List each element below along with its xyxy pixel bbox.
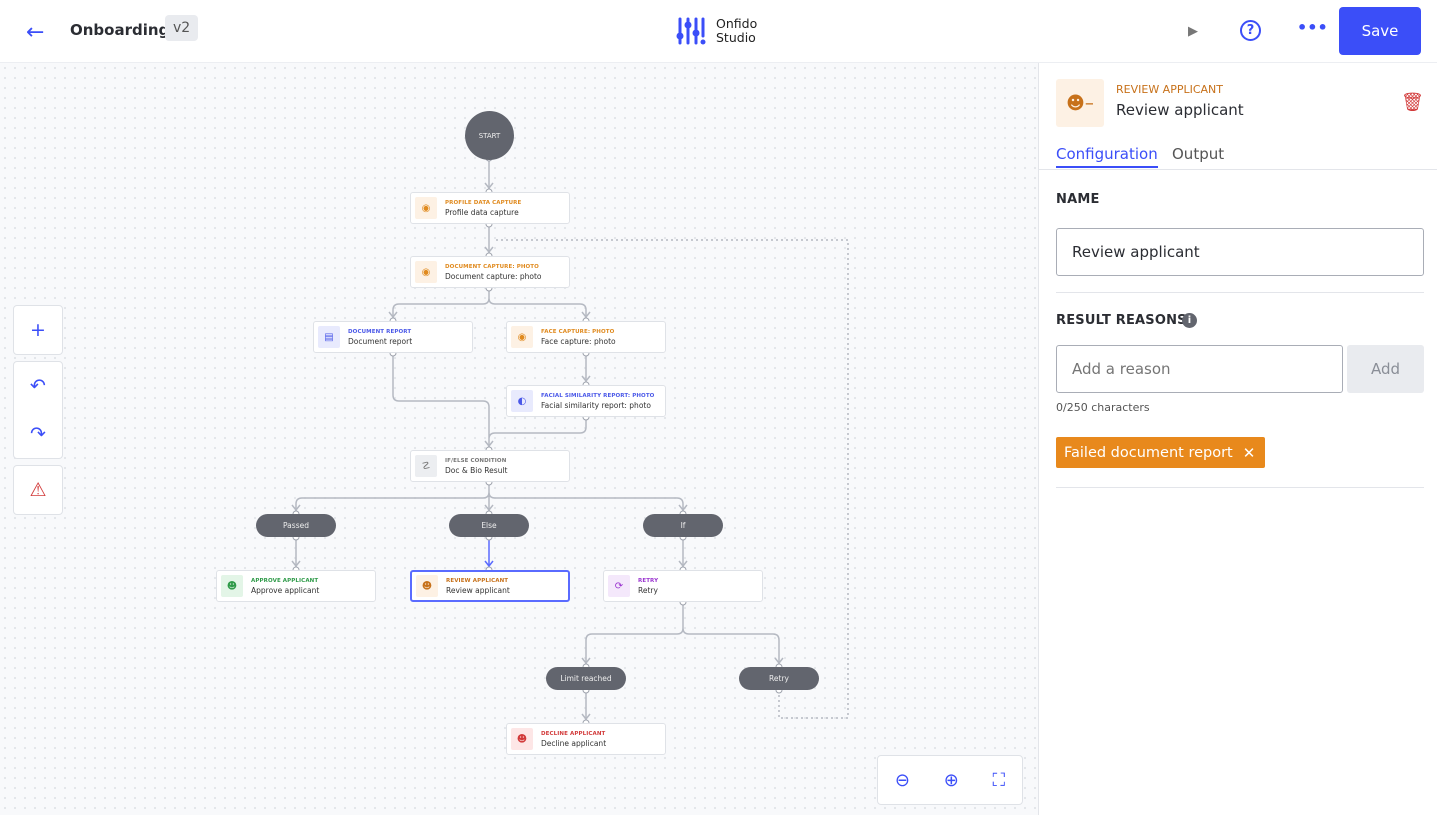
add-icon[interactable]: + bbox=[30, 319, 46, 341]
user-check-icon: ☻ bbox=[221, 575, 243, 597]
logo-line2: Studio bbox=[716, 30, 756, 45]
history-toolbar: ↶↷ bbox=[13, 361, 63, 459]
add-reason-button[interactable]: Add bbox=[1347, 345, 1424, 393]
node-label: Facial similarity report: photo bbox=[541, 400, 651, 410]
face-report-icon: ◐ bbox=[511, 390, 533, 412]
panel-title: Review applicant bbox=[1116, 101, 1244, 119]
play-icon[interactable]: ▶ bbox=[1188, 24, 1198, 39]
branch-icon: ☡ bbox=[415, 455, 437, 477]
node-label: Document report bbox=[348, 336, 413, 346]
flow-title: Onboarding bbox=[70, 21, 170, 39]
node-label: Document capture: photo bbox=[445, 271, 542, 281]
reason-tag: Failed document report ✕ bbox=[1056, 437, 1266, 468]
branch-pill[interactable]: Retry bbox=[739, 667, 819, 690]
add-toolbar: + bbox=[13, 305, 63, 355]
node-kind: FACIAL SIMILARITY REPORT: PHOTO bbox=[541, 392, 655, 399]
node-kind: PROFILE DATA CAPTURE bbox=[445, 199, 522, 206]
onfido-logo-icon bbox=[676, 17, 706, 45]
result-reasons-label: RESULT REASONS bbox=[1056, 313, 1187, 328]
warning-icon[interactable]: ⚠ bbox=[29, 479, 47, 501]
face-scan-icon: ◉ bbox=[511, 326, 533, 348]
branch-pill[interactable]: Passed bbox=[256, 514, 336, 537]
node-kind: REVIEW APPLICANT bbox=[446, 577, 509, 584]
refresh-icon: ⟳ bbox=[608, 575, 630, 597]
user-minus-icon: ☻– bbox=[1056, 79, 1104, 127]
node-kind: DECLINE APPLICANT bbox=[541, 730, 606, 737]
user-minus-icon: ☻ bbox=[416, 575, 438, 597]
branch-pill[interactable]: If bbox=[643, 514, 723, 537]
help-icon[interactable]: ? bbox=[1240, 20, 1261, 41]
close-icon[interactable]: ✕ bbox=[1242, 443, 1256, 462]
node-label: Doc & Bio Result bbox=[445, 465, 508, 475]
reason-tag-label: Failed document report bbox=[1064, 444, 1233, 461]
node-label: Review applicant bbox=[446, 585, 510, 595]
face-scan-icon: ◉ bbox=[415, 261, 437, 283]
version-badge: v2 bbox=[165, 15, 199, 41]
zoom-controls: ⊖ ⊕ ⛶ bbox=[877, 755, 1023, 805]
node-kind: FACE CAPTURE: PHOTO bbox=[541, 328, 615, 335]
node-kind: APPROVE APPLICANT bbox=[251, 577, 319, 584]
info-icon[interactable]: i bbox=[1182, 313, 1197, 328]
node-label: Retry bbox=[638, 585, 658, 595]
node-kind: RETRY bbox=[638, 577, 659, 584]
redo-icon[interactable]: ↷ bbox=[30, 423, 46, 445]
divider bbox=[1056, 487, 1424, 488]
name-input[interactable]: Review applicant bbox=[1056, 228, 1424, 276]
node-label: Face capture: photo bbox=[541, 336, 616, 346]
node-label: Profile data capture bbox=[445, 207, 519, 217]
user-x-icon: ☻ bbox=[511, 728, 533, 750]
face-scan-icon: ◉ bbox=[415, 197, 437, 219]
config-panel: ☻– REVIEW APPLICANT Review applicant 🗑 C… bbox=[1038, 63, 1437, 815]
undo-icon[interactable]: ↶ bbox=[30, 375, 46, 397]
zoom-in-icon[interactable]: ⊕ bbox=[943, 769, 959, 791]
fit-view-icon[interactable]: ⛶ bbox=[992, 769, 1006, 791]
tab-configuration[interactable]: Configuration bbox=[1056, 145, 1158, 168]
node-label: Approve applicant bbox=[251, 585, 320, 595]
save-button[interactable]: Save bbox=[1339, 7, 1421, 55]
branch-pill[interactable]: Limit reached bbox=[546, 667, 626, 690]
char-count: 0/250 characters bbox=[1056, 401, 1150, 414]
divider bbox=[1056, 292, 1424, 293]
name-label: NAME bbox=[1056, 192, 1100, 207]
node-label: Decline applicant bbox=[541, 738, 607, 748]
start-node[interactable]: START bbox=[465, 111, 514, 160]
back-arrow-icon[interactable]: ← bbox=[26, 20, 45, 45]
reason-input[interactable] bbox=[1056, 345, 1343, 393]
panel-kind: REVIEW APPLICANT bbox=[1116, 83, 1224, 96]
more-icon[interactable]: ••• bbox=[1297, 18, 1328, 37]
tab-output[interactable]: Output bbox=[1172, 145, 1225, 163]
node-kind: DOCUMENT REPORT bbox=[348, 328, 412, 335]
trash-icon[interactable]: 🗑 bbox=[1401, 92, 1424, 113]
warnings-toolbar: ⚠ bbox=[13, 465, 63, 515]
logo-line1: Onfido bbox=[716, 16, 758, 31]
zoom-out-icon[interactable]: ⊖ bbox=[894, 769, 910, 791]
branch-pill[interactable]: Else bbox=[449, 514, 529, 537]
node-kind: IF/ELSE CONDITION bbox=[445, 457, 507, 464]
flow-canvas[interactable] bbox=[0, 63, 1038, 815]
node-kind: DOCUMENT CAPTURE: PHOTO bbox=[445, 263, 539, 270]
document-icon: ▤ bbox=[318, 326, 340, 348]
divider bbox=[1039, 169, 1437, 170]
